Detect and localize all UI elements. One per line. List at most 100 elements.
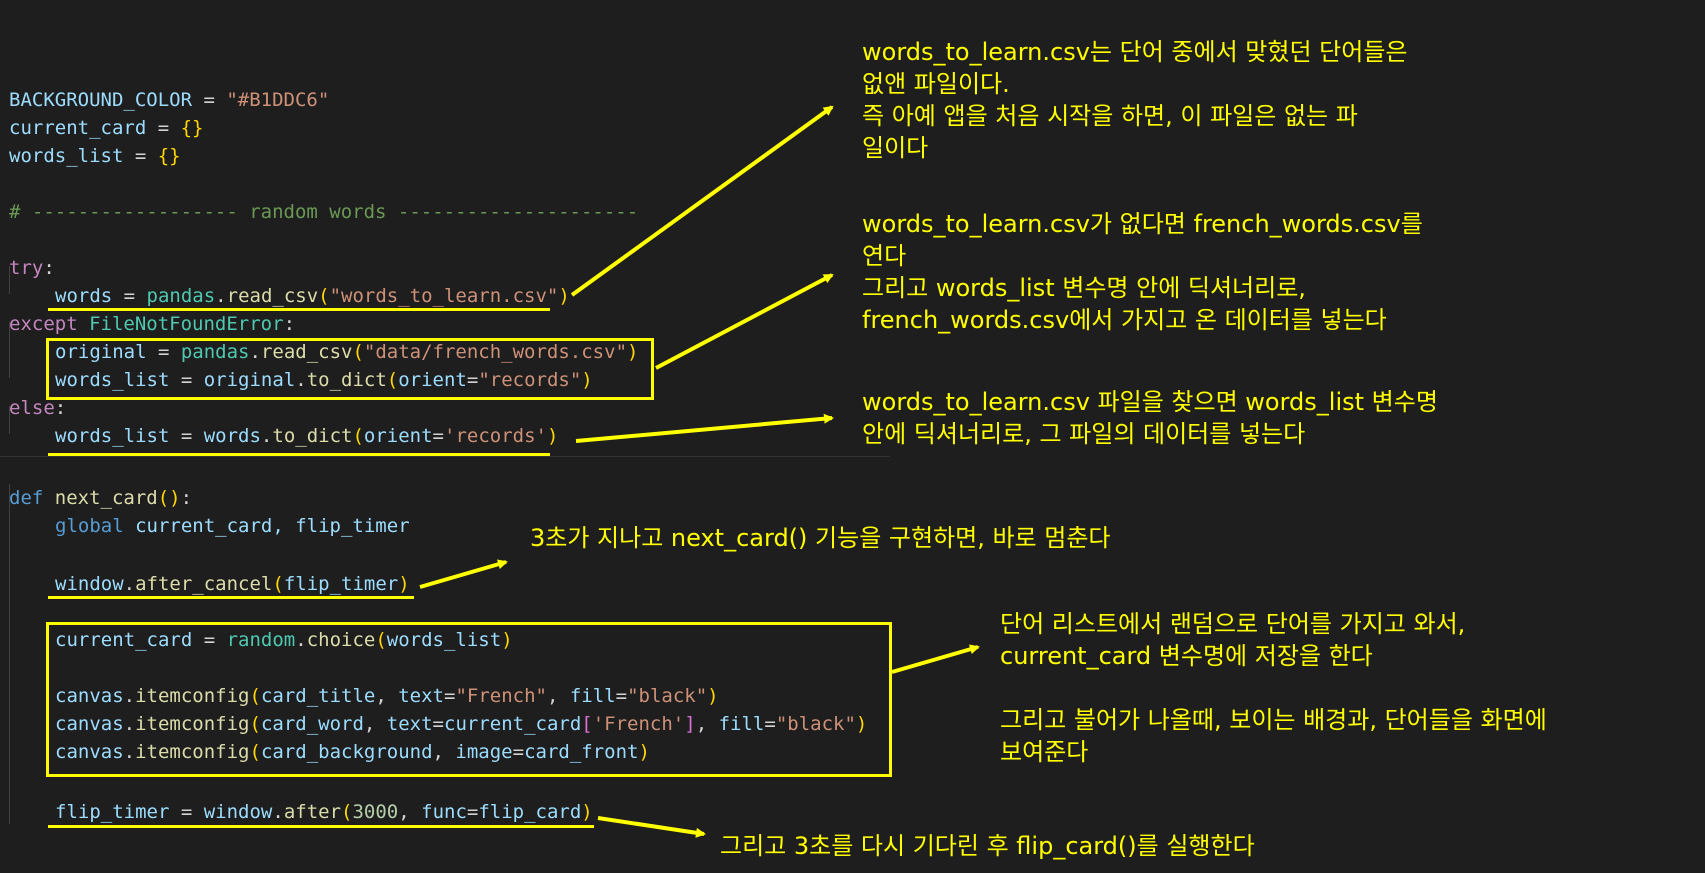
paren: () [157,487,181,509]
equals: = [512,741,525,763]
object: window [55,573,124,595]
code-line-original-to-dict[interactable]: words_list = original.to_dict(orient="re… [9,366,593,394]
box-card-update [46,622,892,777]
keyword-argument: func [421,801,467,823]
dot: . [123,713,136,735]
object: canvas [55,713,124,735]
braces: {} [180,117,204,139]
argument: card_word [260,713,364,735]
string-literal: "French" [455,685,547,707]
identifier: flip_card [478,801,582,823]
string-literal: "black" [775,713,856,735]
arrow-6 [597,816,706,838]
code-line-read-words[interactable]: words = pandas.read_csv("words_to_learn.… [9,282,570,310]
identifier: words_list [55,425,170,447]
equals: = [466,801,479,823]
arrow-5 [891,644,980,674]
function-name: next_card [54,487,158,509]
equals: = [764,713,776,735]
equals: = [432,713,444,735]
underline-words-to-dict [48,453,550,456]
object: canvas [55,741,124,763]
identifier: words [55,285,113,307]
dot: . [260,425,273,447]
object: original [203,369,296,391]
identifier: words_list [9,145,124,167]
code-line-else[interactable]: else: [9,394,66,422]
code-line-words-to-dict[interactable]: words_list = words.to_dict(orient='recor… [9,422,558,450]
code-line-words-list[interactable]: words_list = {} [9,142,181,170]
dot: . [295,369,307,391]
identifiers: current_card, flip_timer [135,515,410,537]
code-line-after-cancel[interactable]: window.after_cancel(flip_timer) [9,570,410,598]
paren: ( [341,801,353,823]
comma: , [398,801,422,823]
paren: ) [398,573,410,595]
paren: ) [501,629,513,651]
paren: ( [386,369,399,391]
comment: # ------------------ random words ------… [9,201,639,223]
keyword-argument: orient [363,425,433,447]
module: pandas [146,285,216,307]
code-editor[interactable]: BACKGROUND_COLOR = "#B1DDC6" current_car… [0,0,890,873]
code-line-def-next-card[interactable]: def next_card(): [9,484,192,512]
code-line-except[interactable]: except FileNotFoundError: [9,310,295,338]
string-literal: 'records' [444,425,547,447]
comma: , [432,741,456,763]
operator: = [169,801,204,823]
dot: . [123,741,136,763]
argument: words_list [386,629,502,651]
note-after-cancel: 3초가 지나고 next_card() 기능을 구현하면, 바로 멈춘다 [530,524,1111,552]
underline-window-after [48,825,594,828]
function: read_csv [226,285,319,307]
code-line-window-after[interactable]: flip_timer = window.after(3000, func=fli… [9,798,593,826]
paren: ( [249,685,261,707]
equals: = [443,685,456,707]
paren: ) [638,741,650,763]
colon: : [43,257,55,279]
code-line-itemconfig-title[interactable]: canvas.itemconfig(card_title, text="Fren… [9,682,719,710]
code-line-read-original[interactable]: original = pandas.read_csv("data/french_… [9,338,638,366]
identifier: BACKGROUND_COLOR [9,89,193,111]
string-literal: "records" [478,369,582,391]
string-literal: "words_to_learn.csv" [329,285,559,307]
object: window [203,801,273,823]
identifier: flip_timer [55,801,170,823]
code-line-itemconfig-word[interactable]: canvas.itemconfig(card_word, text=curren… [9,710,867,738]
braces: {} [157,145,181,167]
dot: . [123,685,136,707]
note-random-choice: 단어 리스트에서 랜덤으로 단어를 가지고 와서, current_card 변… [1000,610,1547,766]
identifier: current_card [9,117,147,139]
operator: = [192,89,227,111]
function: after_cancel [135,573,273,595]
operator: = [146,117,181,139]
code-line-try[interactable]: try: [9,254,55,282]
keyword: try [9,257,44,279]
identifier: words_list [55,369,170,391]
code-line-current-card[interactable]: current_card = {} [9,114,204,142]
code-line-comment[interactable]: # ------------------ random words ------… [9,198,638,226]
object: canvas [55,685,124,707]
paren: ) [546,425,559,447]
keyword-argument: text [398,685,444,707]
keyword: else [9,397,55,419]
number-literal: 3000 [352,801,399,823]
arrow-2 [655,273,834,370]
code-line-random-choice[interactable]: current_card = random.choice(words_list) [9,626,513,654]
function: choice [306,629,376,651]
code-line-background-color[interactable]: BACKGROUND_COLOR = "#B1DDC6" [9,86,329,114]
string-literal: "#B1DDC6" [226,89,330,111]
arrow-1 [570,105,834,297]
dot: . [215,285,227,307]
code-line-global[interactable]: global current_card, flip_timer [9,512,410,540]
string-literal: 'French' [592,713,685,735]
identifier: current_card [444,713,582,735]
indent-guide [9,484,10,824]
paren: ) [581,801,593,823]
identifier: current_card [55,629,193,651]
function: itemconfig [135,741,250,763]
code-line-itemconfig-background[interactable]: canvas.itemconfig(card_background, image… [9,738,650,766]
comma: , [375,685,399,707]
equals: = [466,369,479,391]
